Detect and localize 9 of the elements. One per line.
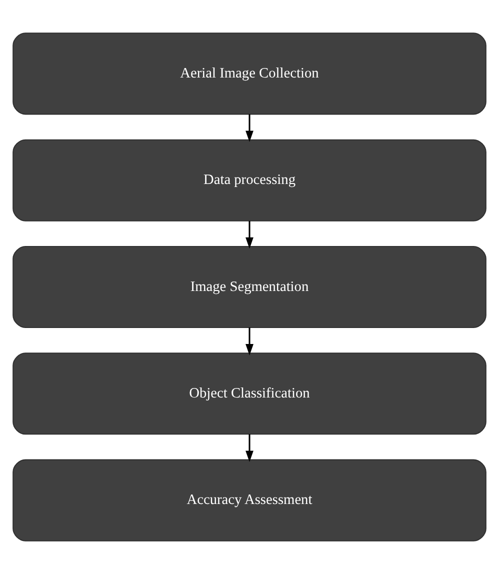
node-box: Data processing bbox=[12, 138, 486, 221]
node-box: Object Classification bbox=[12, 352, 486, 434]
arrow bbox=[245, 434, 253, 462]
arrow bbox=[245, 114, 253, 142]
arrow bbox=[245, 327, 253, 355]
node-box: Image Segmentation bbox=[12, 245, 486, 328]
arrow bbox=[245, 220, 253, 248]
node-box: Accuracy Assessment bbox=[12, 458, 486, 541]
node-box: Aerial Image Collection bbox=[12, 32, 486, 114]
